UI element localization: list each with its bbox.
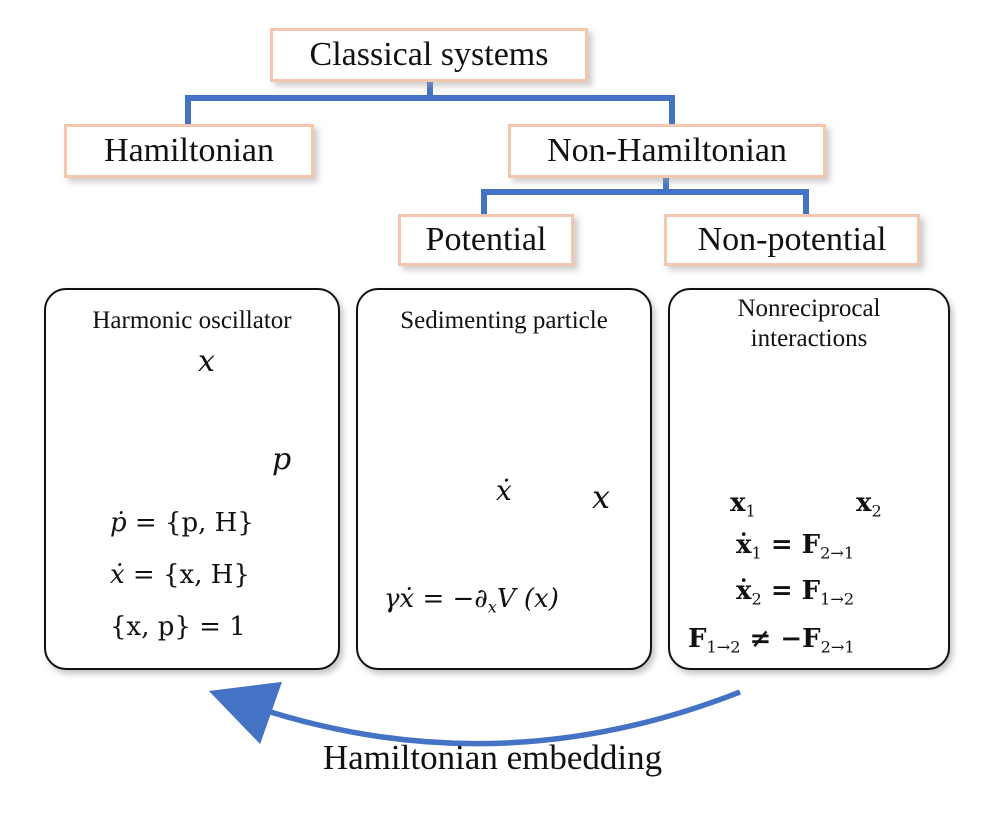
p-label: p: [272, 442, 292, 477]
panel-title: Sedimenting particle: [400, 307, 608, 334]
harmonic-oscillator-panel: Harmonic oscillator: [44, 288, 340, 670]
equation-nonreciprocity: F1→2 ≠ −F2→1: [688, 624, 855, 657]
height-label: x: [592, 478, 611, 516]
hamiltonian-box: Hamiltonian: [64, 124, 314, 178]
non-potential-box: Non-potential: [664, 214, 920, 266]
nonham-branch: [481, 189, 809, 218]
panel-title: Harmonic oscillator: [92, 307, 292, 334]
equation-x2dot: ẋ2 = F1→2: [736, 576, 855, 609]
equation-bracket: {x, p} = 1: [110, 612, 246, 642]
panel-title-line2: interactions: [750, 325, 868, 352]
equation-pdot: ṗ = {p, H}: [110, 508, 254, 538]
non-hamiltonian-box: Non-Hamiltonian: [508, 124, 826, 178]
equation-x1dot: ẋ1 = F2→1: [736, 530, 855, 563]
sedimenting-particle-panel: Sedimenting particle: [356, 288, 652, 670]
potential-box: Potential: [398, 214, 574, 266]
bird-2-label: x2: [856, 488, 882, 521]
x-label: x: [198, 344, 215, 379]
nonreciprocal-panel: Nonreciprocal interactions: [668, 288, 950, 670]
equation-sedimentation: γẋ = −∂xV (x): [384, 584, 559, 617]
equation-xdot: ẋ = {x, H}: [110, 560, 250, 590]
xdot-label: ẋ: [496, 474, 512, 507]
bird-1-label: x1: [730, 488, 756, 521]
panel-title-line1: Nonreciprocal: [737, 295, 881, 322]
root-box: Classical systems: [270, 28, 588, 82]
embedding-caption: Hamiltonian embedding: [322, 738, 663, 777]
embedding-arrow: [208, 681, 742, 747]
root-branch: [185, 95, 675, 126]
